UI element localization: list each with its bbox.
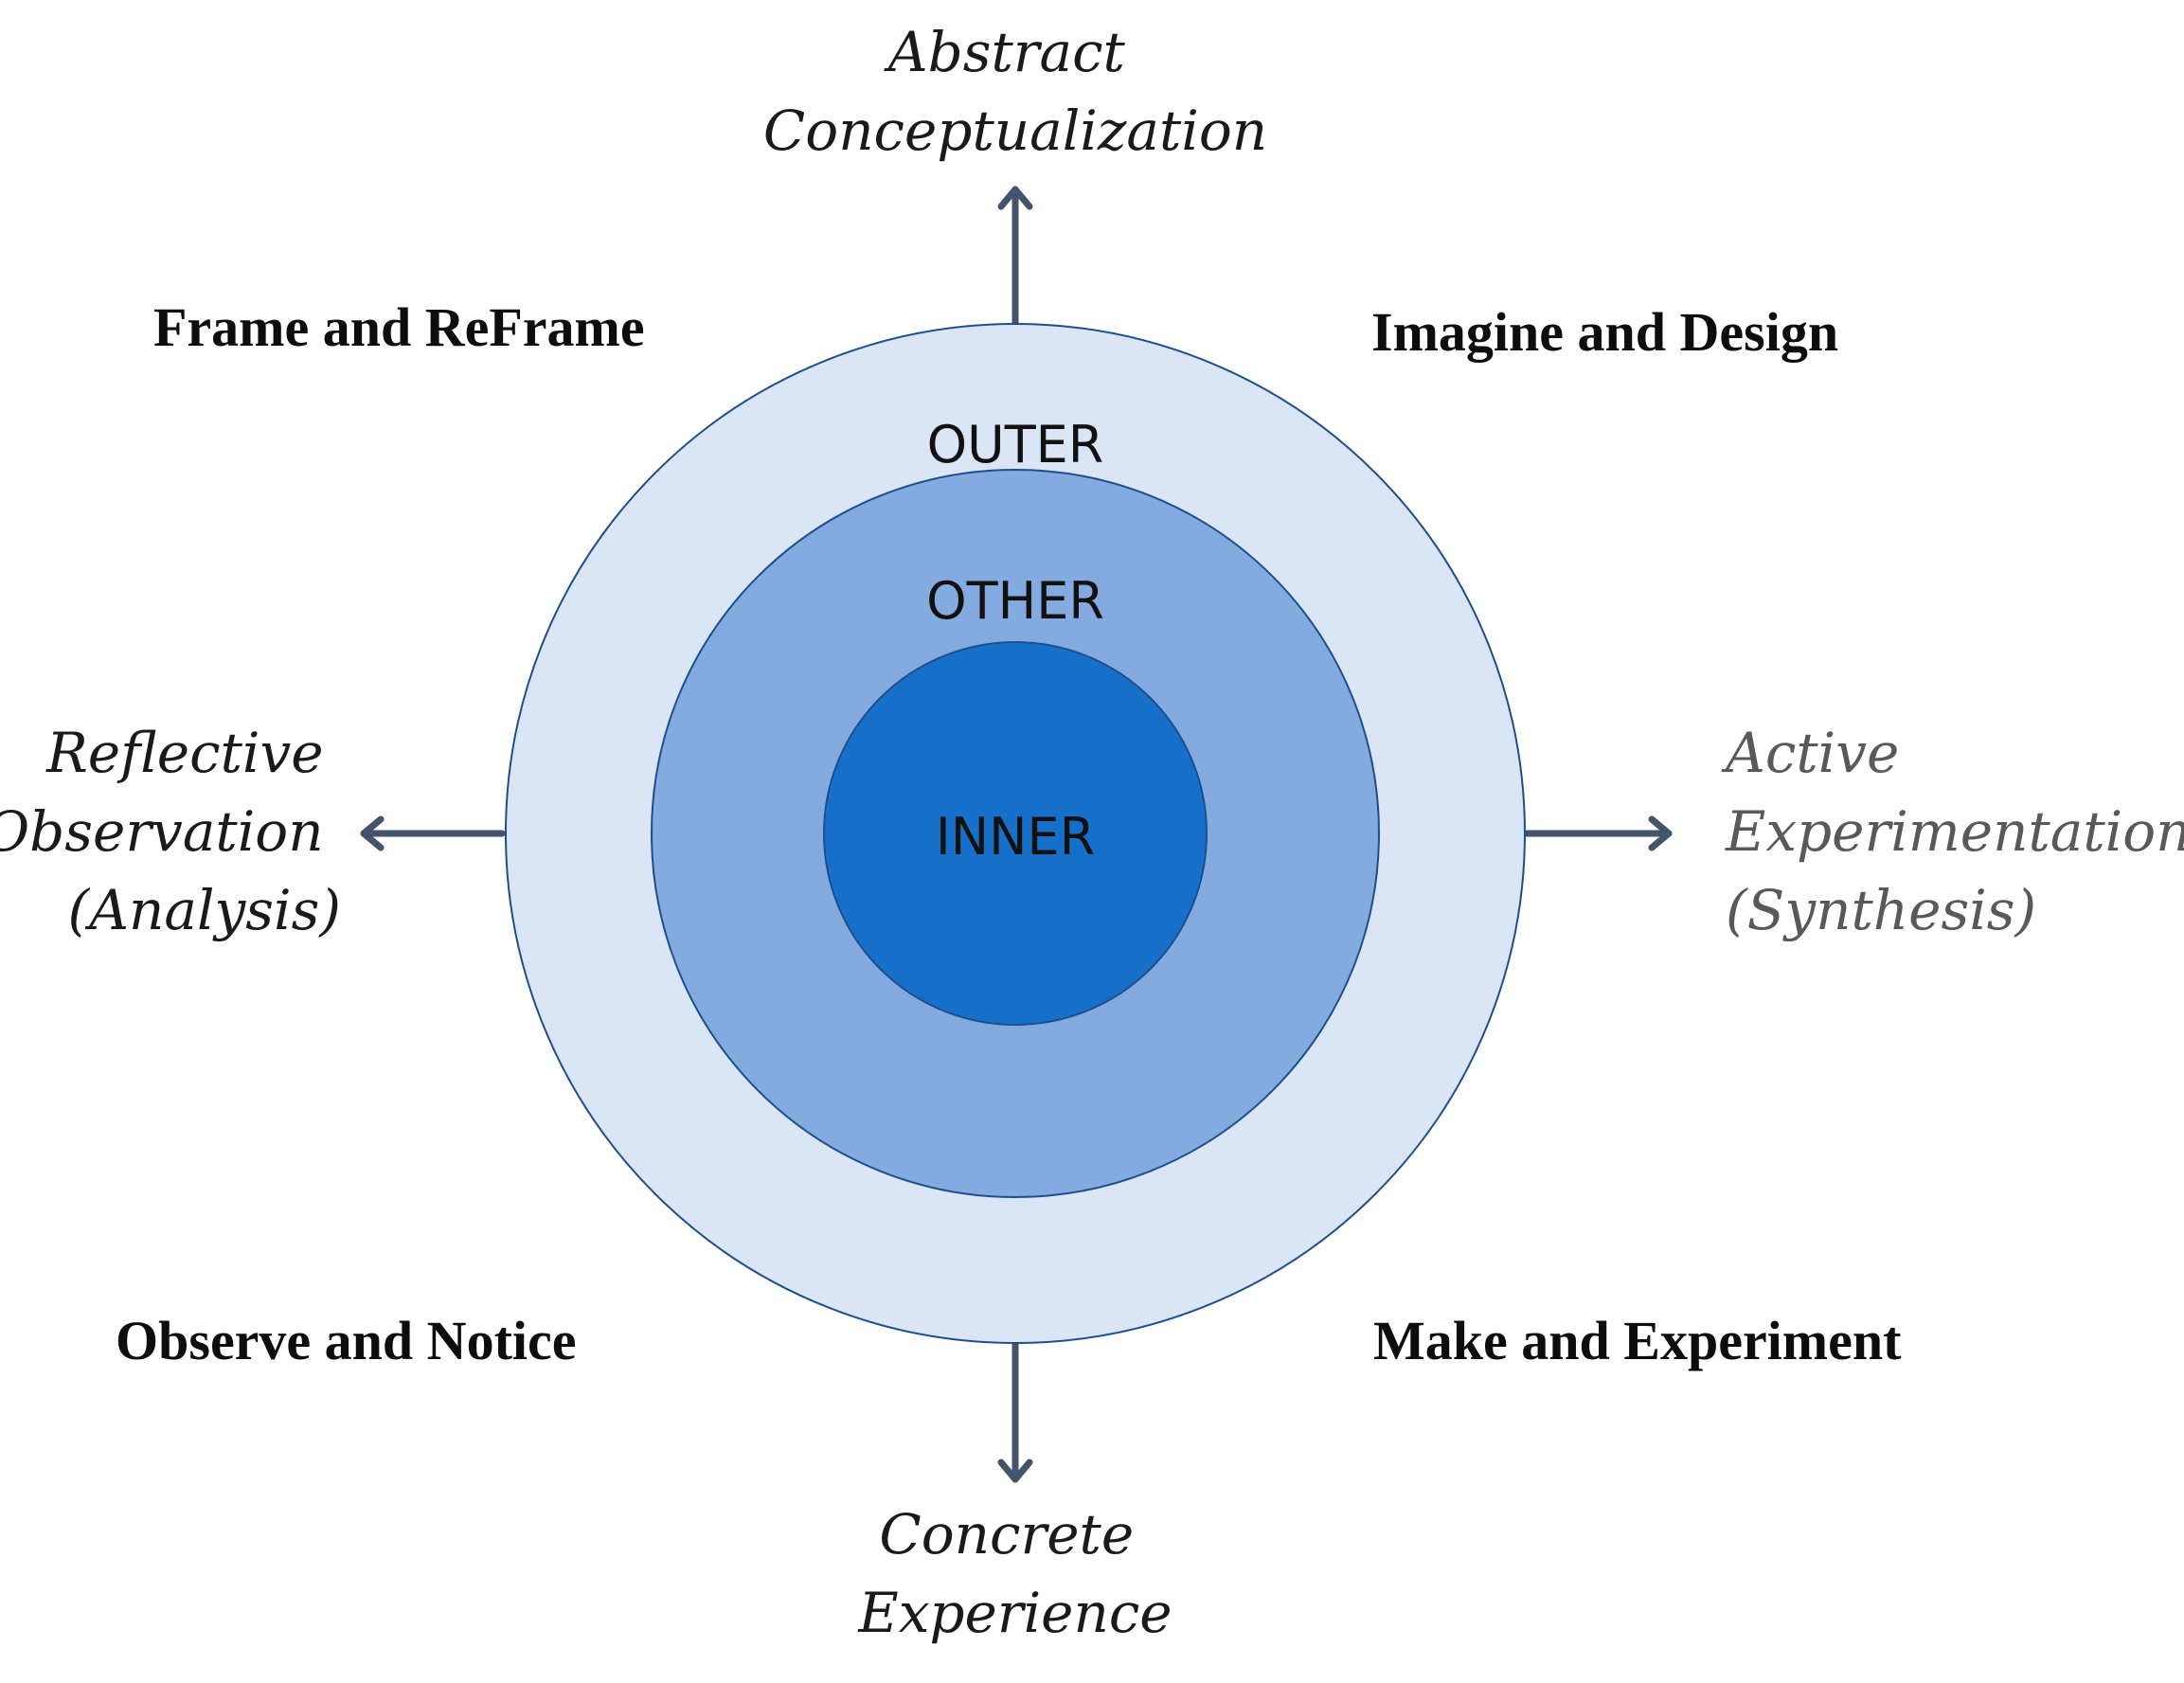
axis-label-right-line-1: Active bbox=[1721, 721, 1899, 785]
quadrant-label-bottom-right: Make and Experiment bbox=[1373, 1310, 1902, 1371]
axis-label-left-line-3: (Analysis) bbox=[68, 878, 341, 942]
axis-label-top-line-2: Conceptualization bbox=[763, 98, 1267, 163]
inner-ring-label: INNER bbox=[936, 807, 1095, 867]
arrow-right bbox=[1523, 815, 1673, 851]
axis-label-bottom-line-2: Experience bbox=[857, 1581, 1172, 1645]
quadrant-label-top-right: Imagine and Design bbox=[1371, 301, 1838, 363]
axis-label-right-line-2: Experimentation bbox=[1725, 799, 2184, 864]
arrow-down bbox=[997, 1324, 1033, 1483]
axis-label-top: Abstract Conceptualization bbox=[763, 20, 1267, 163]
axis-arrows bbox=[360, 186, 1673, 1483]
axis-label-left-line-1: Reflective bbox=[45, 721, 323, 785]
arrow-up bbox=[997, 186, 1033, 343]
axis-label-bottom-line-1: Concrete bbox=[879, 1502, 1134, 1567]
other-ring-label: OTHER bbox=[926, 571, 1104, 631]
axis-label-right-line-3: (Synthesis) bbox=[1726, 878, 2036, 942]
axis-label-top-line-1: Abstract bbox=[884, 20, 1126, 84]
axis-label-bottom: Concrete Experience bbox=[857, 1502, 1172, 1645]
quadrant-label-top-left: Frame and ReFrame bbox=[153, 296, 645, 358]
inner-ring bbox=[823, 641, 1208, 1026]
quadrant-label-bottom-left: Observe and Notice bbox=[116, 1310, 577, 1371]
outer-ring-label: OUTER bbox=[927, 415, 1104, 474]
axis-label-left: Reflective Observation (Analysis) bbox=[0, 721, 341, 942]
axis-label-left-line-2: Observation bbox=[0, 799, 324, 864]
arrow-left bbox=[360, 815, 506, 851]
axis-label-right: Active Experimentation (Synthesis) bbox=[1721, 721, 2184, 942]
